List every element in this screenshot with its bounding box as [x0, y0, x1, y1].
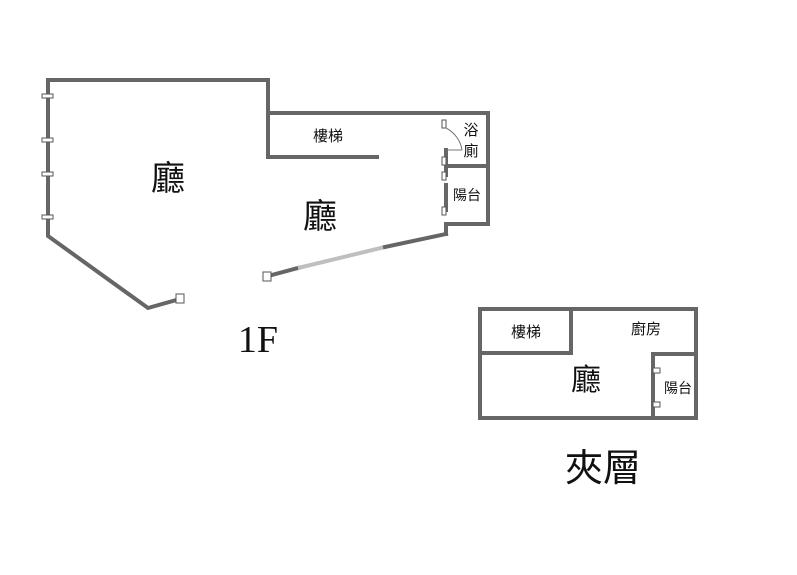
1f-front-window [297, 245, 386, 270]
1f-stairs-label: 樓梯 [313, 127, 343, 145]
1f-door-jamb-4 [441, 206, 447, 216]
1f-window-marker-1 [41, 93, 54, 99]
1f-wall-left-lower [46, 216, 183, 311]
1f-door-jamb-2 [441, 156, 447, 166]
floor-1-title: 1F [238, 319, 278, 361]
1f-window-marker-3 [41, 171, 54, 177]
1f-window-marker-6 [262, 271, 272, 282]
mz-balcony-wall [651, 352, 698, 420]
1f-window-marker-5 [175, 293, 185, 304]
floor-1-plan: 廳 廳 樓梯 浴 廁 陽台 1F [41, 78, 490, 361]
1f-bath-label-top: 浴 [463, 121, 478, 139]
mz-door-jamb-2 [652, 401, 661, 408]
1f-balcony-label: 陽台 [453, 188, 481, 204]
mz-balcony-label: 陽台 [664, 381, 692, 397]
1f-window-marker-4 [41, 214, 54, 220]
1f-front-wall-right [382, 231, 449, 250]
mz-kitchen-label: 廚房 [631, 320, 661, 338]
1f-wall-stair-top [266, 111, 490, 236]
mezzanine-title: 夾層 [565, 446, 641, 490]
mz-stairs-label: 樓梯 [511, 323, 541, 341]
mezzanine-plan: 樓梯 廚房 廳 陽台 夾層 [478, 307, 698, 490]
mz-stair-wall [478, 307, 573, 355]
1f-wall-top-left [46, 78, 379, 159]
1f-door-jamb-1 [441, 119, 447, 129]
1f-hall-center-label: 廳 [303, 197, 337, 237]
1f-front-wall-left [265, 265, 301, 279]
1f-bath-label-bottom: 廁 [463, 142, 478, 160]
1f-window-marker-2 [41, 137, 54, 143]
mz-door-jamb-1 [652, 367, 661, 374]
mz-outer-wall [478, 307, 698, 420]
1f-hall-left-label: 廳 [151, 159, 185, 199]
mz-hall-label: 廳 [571, 363, 601, 398]
1f-bath-door-swing [445, 127, 463, 151]
1f-door-jamb-3 [441, 171, 447, 181]
